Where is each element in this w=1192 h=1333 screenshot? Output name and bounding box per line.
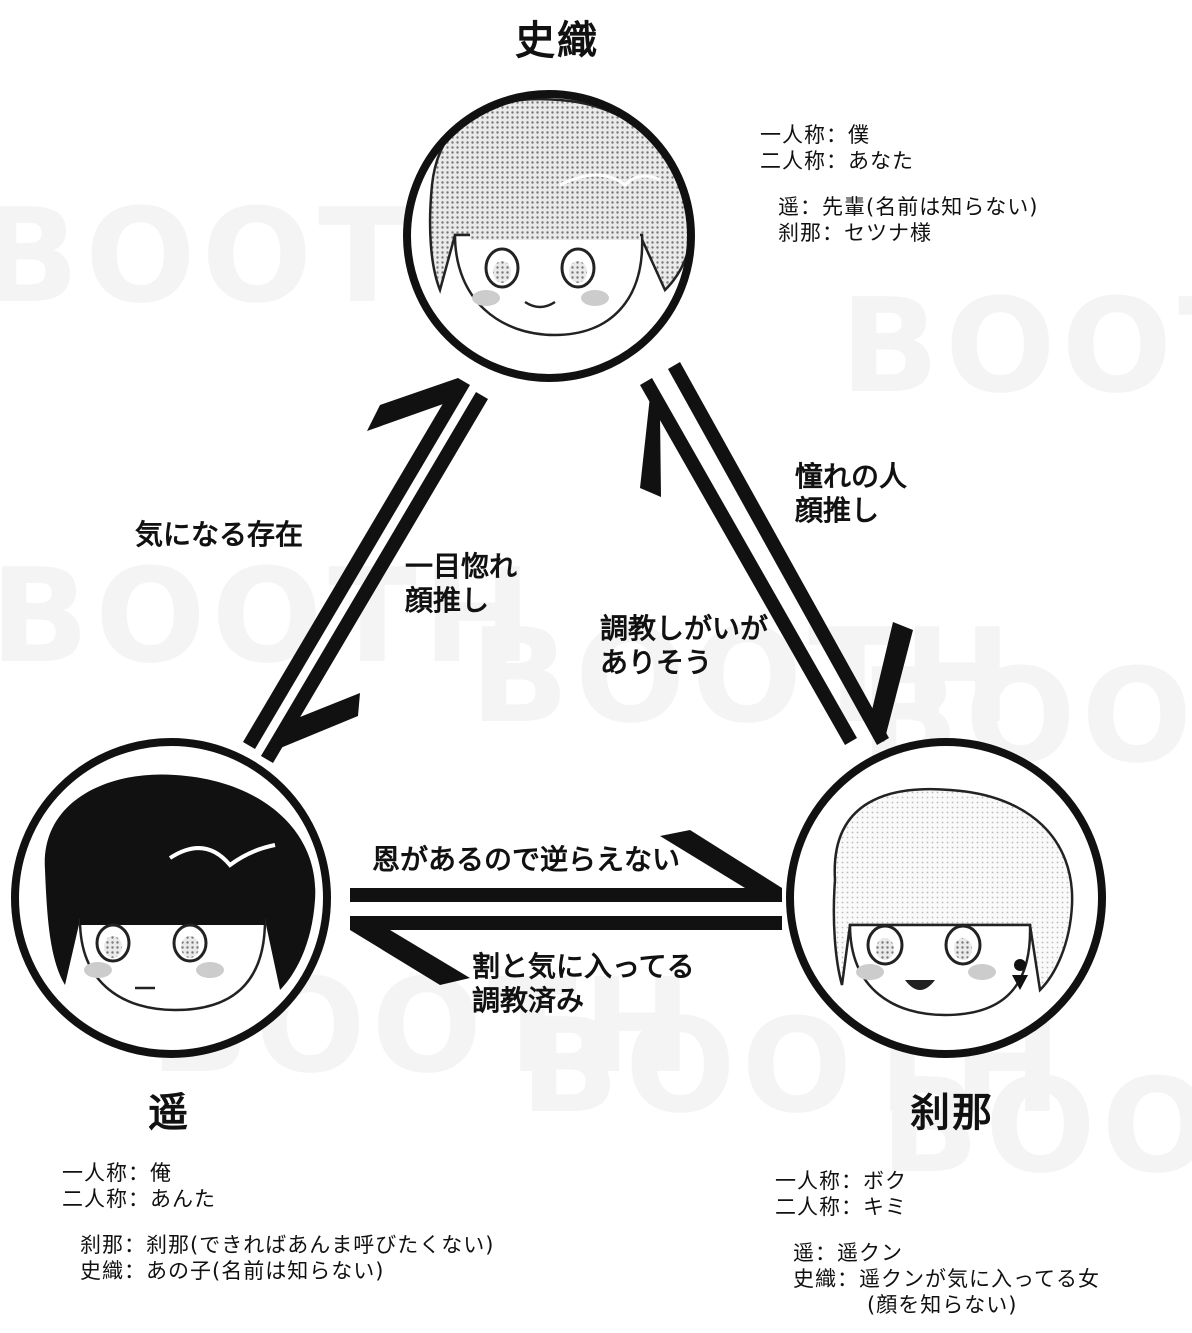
label-haruka-to-shiori: 気になる存在 [135,518,304,551]
name-haruka: 遥 [148,1090,190,1136]
label-line: ありそう [600,646,713,679]
info-call: 史織：あの子(名前は知らない) [80,1259,385,1283]
info-pronoun-first: 一人称：僕 [760,123,870,147]
name-shiori: 史織 [515,18,599,64]
info-shiori: 一人称：僕 二人称：あなた 遥：先輩(名前は知らない) 刹那：セツナ様 [760,122,1038,246]
arrow-setsuna-to-shiori [640,378,857,745]
label-line: 調教済み [472,984,585,1017]
info-call: 刹那：セツナ様 [778,221,932,245]
arrow-shiori-to-setsuna [668,362,913,745]
shiori-portrait [403,90,695,382]
label-line: 顔推し [405,584,490,617]
info-haruka: 一人称：俺 二人称：あんた 刹那：刹那(できればあんま呼びたくない) 史織：あの… [62,1160,494,1284]
info-pronoun-second: 二人称：キミ [775,1195,907,1219]
info-pronoun-second: 二人称：あんた [62,1187,216,1211]
info-setsuna: 一人称：ボク 二人称：キミ 遥：遥クン 史織：遥クンが気に入ってる女 (顔を知ら… [775,1168,1100,1318]
info-pronoun-second: 二人称：あなた [760,149,914,173]
info-call: 遥：先輩(名前は知らない) [778,195,1039,219]
label-line: 憧れの人 [795,460,908,493]
arrow-haruka-to-shiori [243,378,470,749]
label-setsuna-to-shiori: 調教しがいが ありそう [600,612,768,680]
label-shiori-to-haruka: 一目惚れ 顔推し [405,550,517,618]
arrow-haruka-to-setsuna [350,830,782,902]
info-call: 史織：遥クンが気に入ってる女 [793,1267,1100,1291]
arrow-setsuna-to-haruka [350,916,782,985]
label-shiori-to-setsuna: 憧れの人 顔推し [795,460,907,528]
label-haruka-to-setsuna: 恩があるので逆らえない [372,843,681,876]
info-pronoun-first: 一人称：ボク [775,1169,907,1193]
info-call: 遥：遥クン [793,1241,903,1265]
label-setsuna-to-haruka: 割と気に入ってる 調教済み [472,950,695,1018]
label-line: 顔推し [795,494,880,527]
label-line: 割と気に入ってる [472,950,695,983]
info-call-continuation: (顔を知らない) [867,1293,1018,1317]
setsuna-portrait [786,738,1106,1058]
arrow-shiori-to-haruka [261,392,488,763]
haruka-portrait [11,738,331,1058]
info-call: 刹那：刹那(できればあんま呼びたくない) [80,1233,495,1257]
name-setsuna: 刹那 [910,1090,994,1136]
label-line: 一目惚れ [405,550,518,583]
label-line: 調教しがいが [600,612,769,645]
info-pronoun-first: 一人称：俺 [62,1161,172,1185]
